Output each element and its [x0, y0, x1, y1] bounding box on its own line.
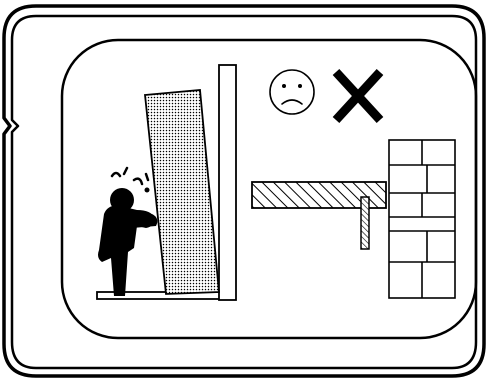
inner-panel [60, 38, 478, 340]
leaning-board [144, 89, 220, 295]
wall-upright [218, 64, 237, 301]
worried-person-icon [98, 166, 158, 296]
brick-wall [388, 139, 456, 299]
hatched-support [360, 196, 370, 250]
x-mark-icon [332, 68, 384, 124]
outer-frame [2, 4, 486, 378]
sad-face-icon [269, 69, 315, 115]
